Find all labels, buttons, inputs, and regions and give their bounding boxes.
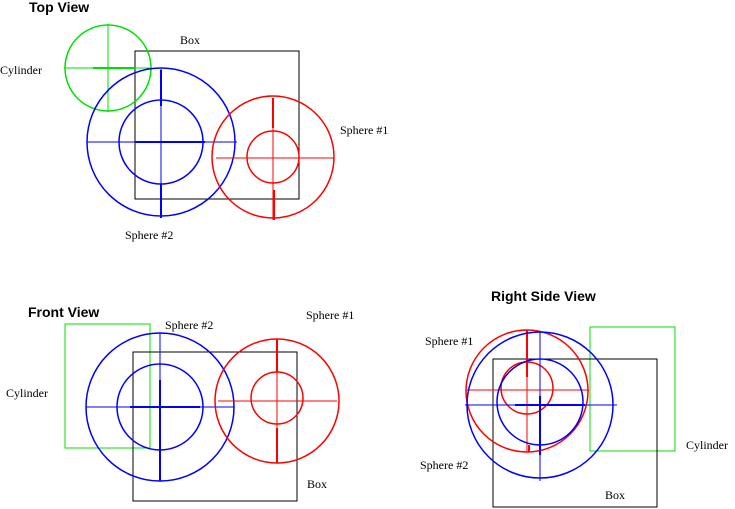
side-sphere-1 — [465, 329, 589, 453]
top-cylinder-label: Cylinder — [0, 63, 42, 77]
top-sphere-2 — [86, 67, 237, 218]
top-sphere-2-label: Sphere #2 — [125, 228, 173, 242]
side-cylinder-label: Cylinder — [686, 438, 728, 452]
top-cylinder — [64, 24, 152, 112]
front-sphere-1-label: Sphere #1 — [306, 308, 354, 322]
top-sphere-1 — [211, 95, 335, 220]
front-sphere-2-label: Sphere #2 — [165, 318, 213, 332]
front-cylinder-label: Cylinder — [6, 386, 48, 400]
side-sphere-2 — [465, 331, 617, 481]
front-cylinder — [64, 323, 151, 449]
side-view: Right Side View Sphere #1 Sphere #2 Cyli… — [420, 288, 728, 508]
side-cylinder — [589, 326, 676, 452]
side-view-title: Right Side View — [491, 288, 596, 304]
front-box — [132, 351, 298, 502]
top-box-label: Box — [180, 33, 200, 47]
front-view-title: Front View — [28, 304, 99, 320]
top-view: Top View Box Cylinder Sphere #1 Sphere #… — [0, 0, 388, 242]
side-sphere-2-label: Sphere #2 — [420, 458, 468, 472]
front-box-label: Box — [307, 477, 327, 491]
front-sphere-1 — [214, 338, 340, 464]
side-box-label: Box — [605, 488, 625, 502]
front-view: Front View Sphere #2 Sphere #1 Cylinder … — [6, 304, 354, 502]
top-box — [134, 50, 300, 200]
front-sphere-2 — [85, 332, 235, 482]
top-sphere-1-label: Sphere #1 — [340, 123, 388, 137]
side-sphere-1-label: Sphere #1 — [425, 334, 473, 348]
side-box — [492, 358, 658, 508]
top-view-title: Top View — [29, 0, 89, 15]
